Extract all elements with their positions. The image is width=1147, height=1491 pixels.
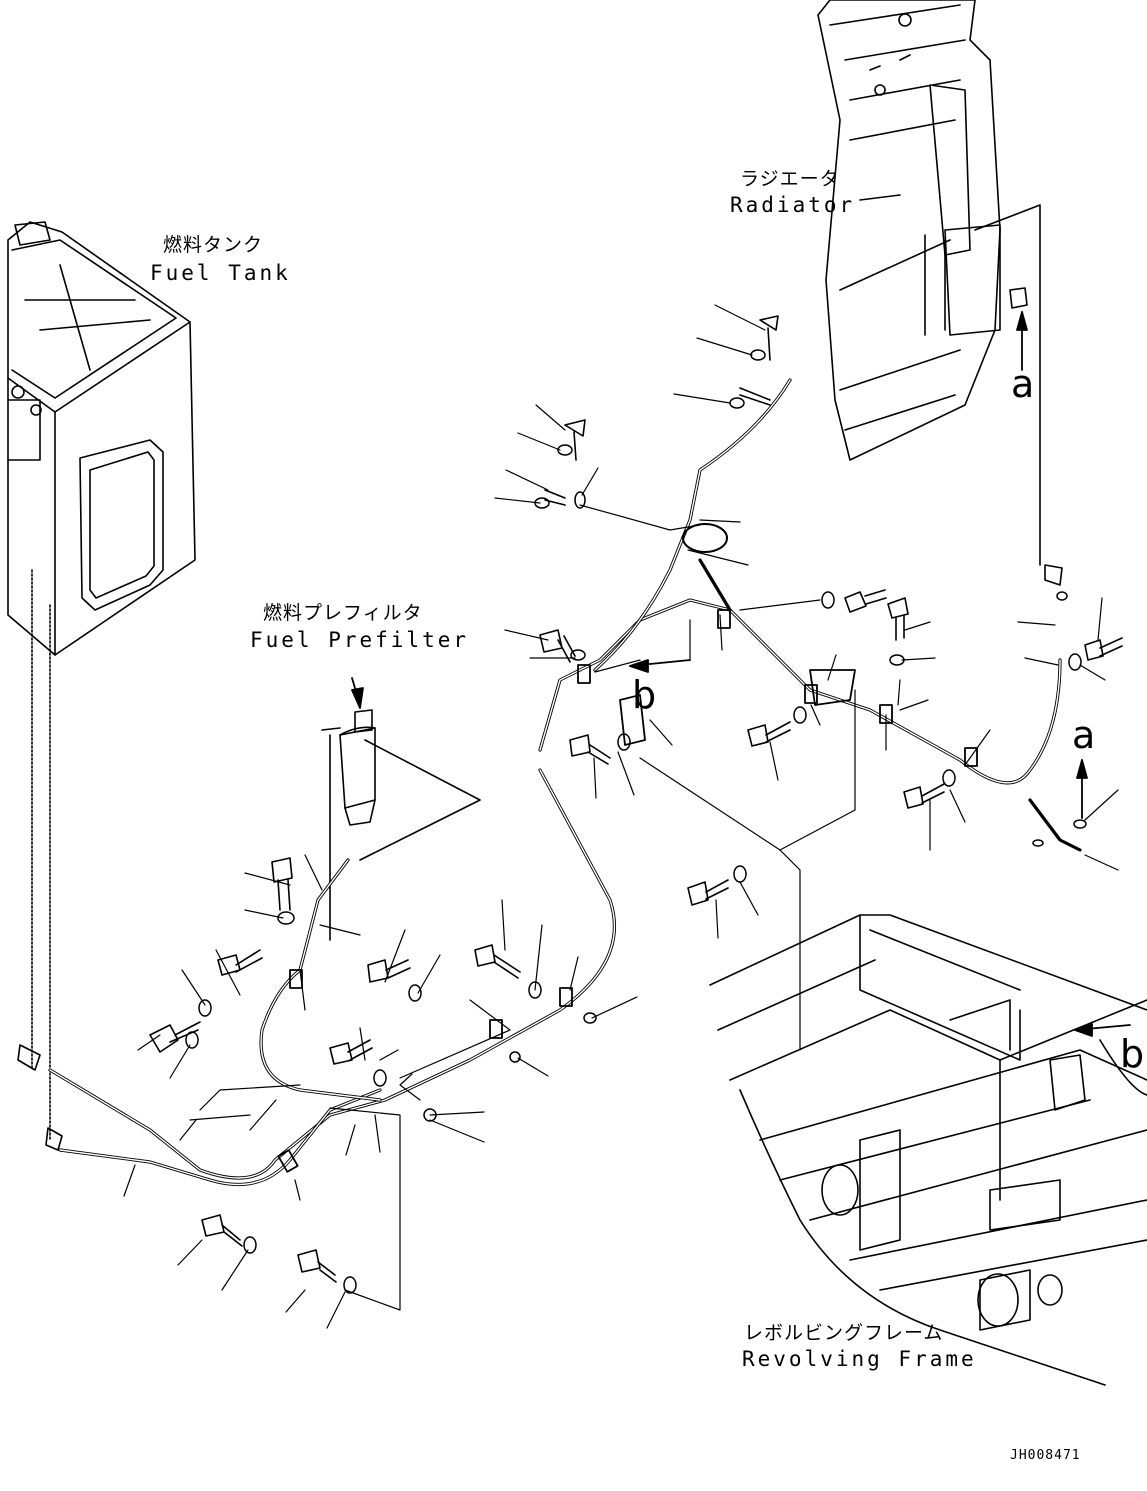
- fuel-pipes: [48, 378, 1082, 1187]
- washers: [185, 349, 1087, 1294]
- reference-arrows: [351, 311, 1131, 1037]
- revolving-frame-drawing: [709, 914, 1147, 1386]
- reference-b-left: b: [632, 673, 657, 717]
- fuel-tank-label-ja: 燃料タンク: [163, 234, 264, 256]
- radiator-drawing: [817, 0, 1063, 586]
- fuel-prefilter-label-en: Fuel Prefilter: [250, 628, 470, 652]
- revolving-frame-label-en: Revolving Frame: [742, 1347, 977, 1371]
- fuel-tank-drawing: [7, 221, 196, 1151]
- fuel-prefilter-label-ja: 燃料プレフィルタ: [263, 602, 423, 624]
- pipe-clamp-ring: [682, 523, 728, 553]
- fuel-prefilter-drawing: [321, 709, 481, 941]
- reference-a-top: a: [1011, 362, 1035, 406]
- radiator-label-en: Radiator: [730, 193, 856, 217]
- drawing-code: JH008471: [1010, 1448, 1081, 1463]
- reference-a-bottom: a: [1072, 713, 1096, 757]
- reference-b-right: b: [1120, 1032, 1145, 1076]
- radiator-label-ja: ラジエータ: [740, 168, 840, 190]
- bolts: [149, 315, 1123, 1283]
- hose-clamps: [277, 609, 978, 1173]
- revolving-frame-label-ja: レボルビングフレーム: [744, 1322, 944, 1344]
- fuel-tank-label-en: Fuel Tank: [150, 261, 291, 285]
